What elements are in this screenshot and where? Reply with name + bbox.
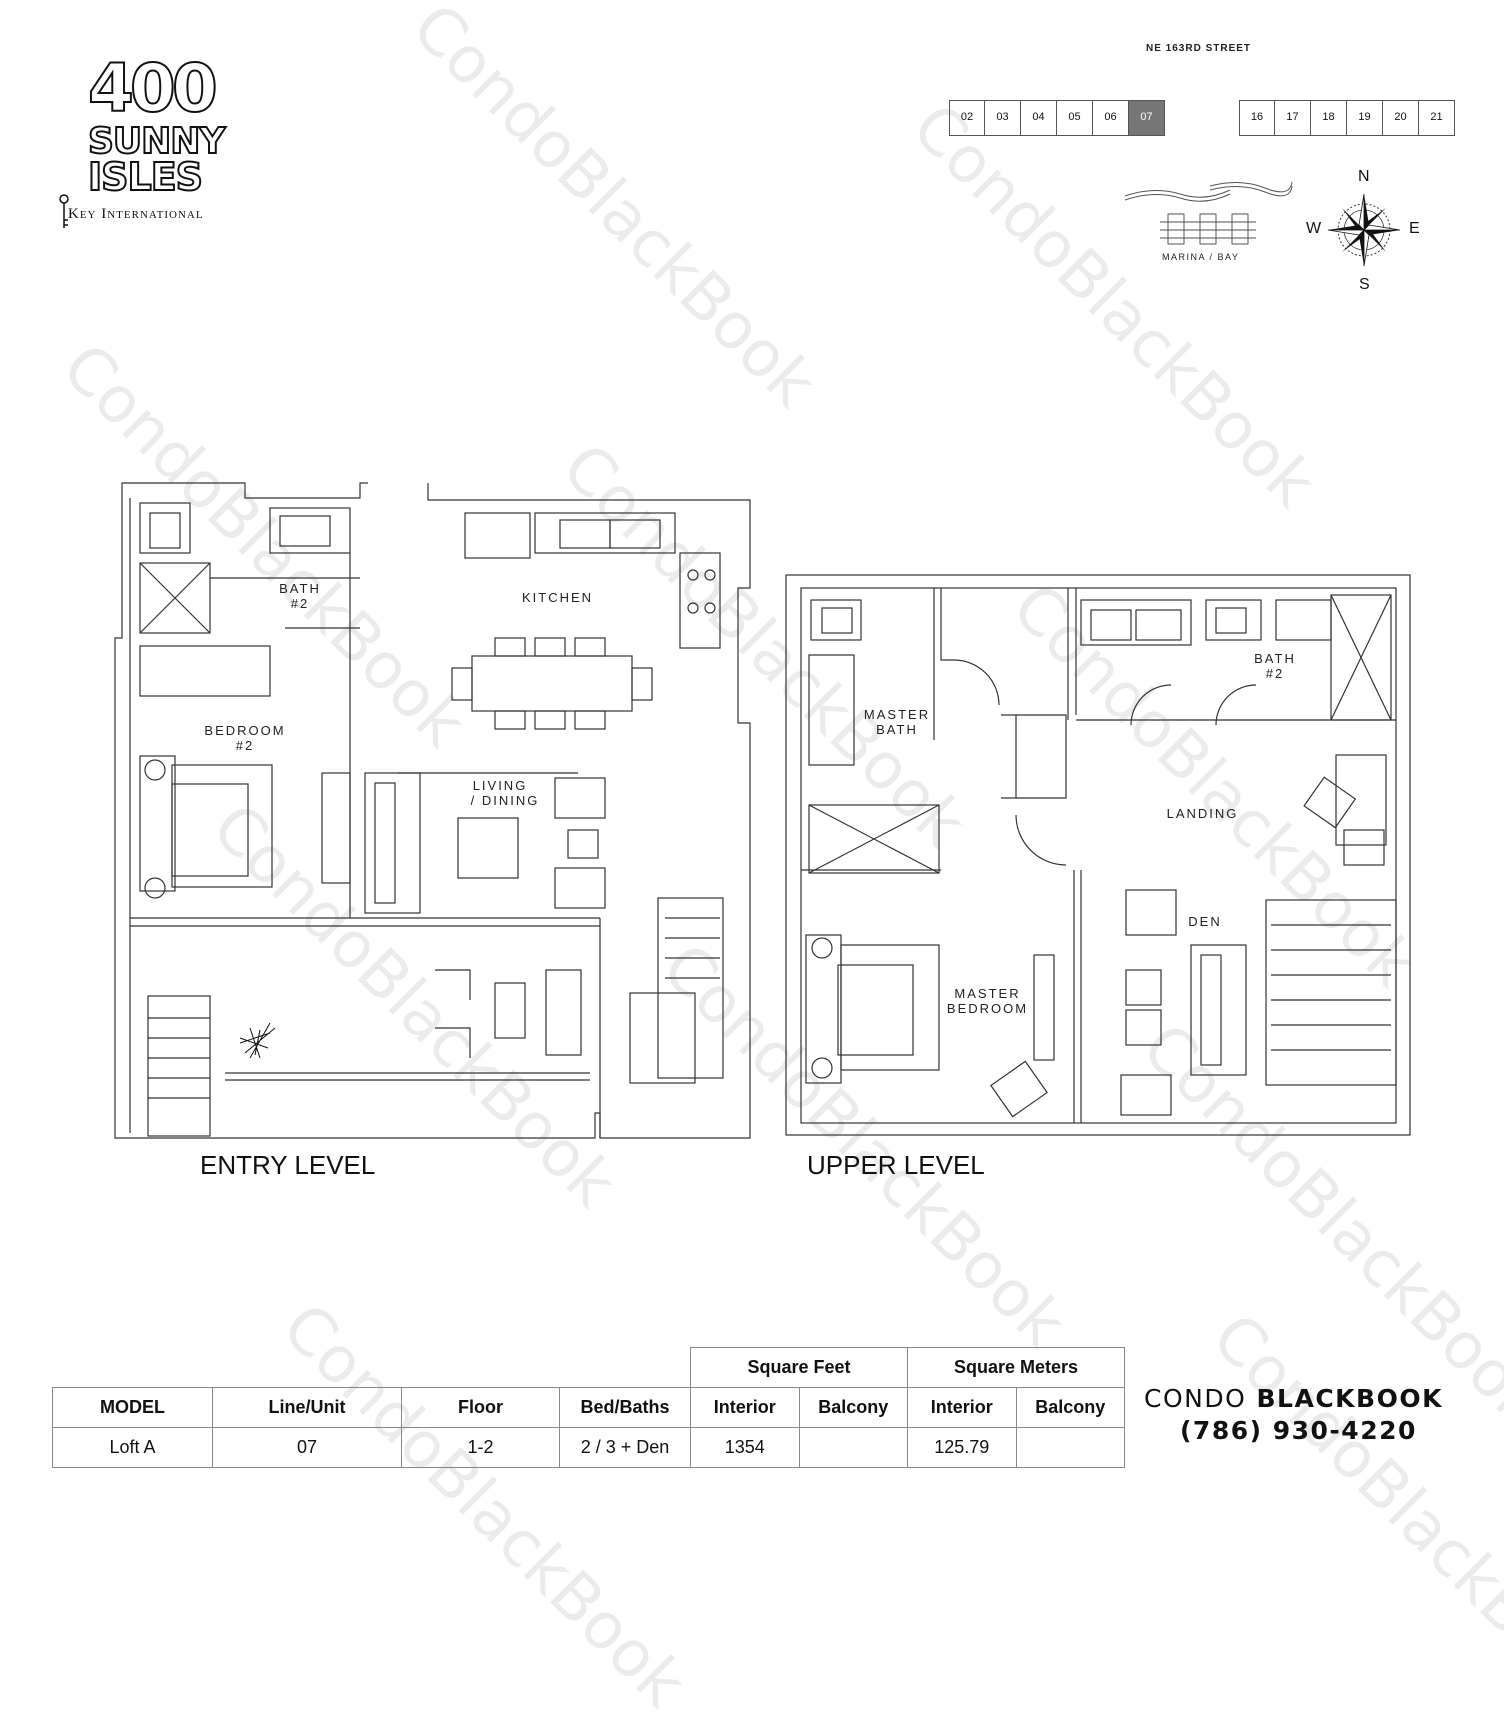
unit-cell: 18 [1311, 100, 1347, 136]
watermark: CondoBlackBook [397, 0, 830, 422]
header-sqft-balcony: Balcony [798, 1387, 908, 1428]
unit-strip-right: 16 17 18 19 20 21 [1239, 100, 1455, 136]
cell-sqft-interior: 1354 [690, 1427, 800, 1468]
cell-model: Loft A [52, 1427, 213, 1468]
logo-sunny: SUNNY [87, 121, 226, 162]
marina-label: MARINA / BAY [1162, 252, 1240, 262]
unit-cell: 02 [949, 100, 985, 136]
key-icon [59, 194, 69, 228]
unit-cell: 05 [1057, 100, 1093, 136]
room-label-master-bedroom: MASTER [954, 986, 1021, 1001]
room-label-bedroom: BEDROOM [204, 723, 286, 738]
unit-cell: 16 [1239, 100, 1275, 136]
compass-n: N [1358, 168, 1370, 185]
room-label-kitchen: KITCHEN [521, 590, 594, 605]
brand-name-b: BLACKBOOK [1256, 1384, 1443, 1413]
unit-cell: 03 [985, 100, 1021, 136]
cell-sqft-balcony [798, 1427, 908, 1468]
unit-info-table: Square Feet Square Meters MODEL Line/Uni… [52, 1347, 1125, 1468]
room-label-dining: / DINING [470, 793, 540, 808]
room-label-living: LIVING [472, 778, 528, 793]
cell-bed-baths: 2 / 3 + Den [559, 1427, 691, 1468]
room-label-bath: BATH [1254, 651, 1296, 666]
cell-sqm-balcony [1015, 1427, 1125, 1468]
compass-e: E [1409, 220, 1420, 237]
logo-400: 400 [87, 50, 219, 127]
cell-floor: 1-2 [401, 1427, 560, 1468]
brand-name-a: CONDO [1144, 1384, 1247, 1413]
watermark: CondoBlackBook [897, 90, 1330, 522]
header-sqft-interior: Interior [690, 1387, 800, 1428]
entry-level-plan [114, 482, 751, 1139]
unit-cell: 04 [1021, 100, 1057, 136]
marina-icon [1124, 181, 1293, 245]
compass-rose-icon [1327, 193, 1401, 267]
unit-cell: 17 [1275, 100, 1311, 136]
room-label-bath: BATH [279, 581, 321, 596]
upper-level-plan [785, 574, 1411, 1136]
room-label-den: DEN [1188, 914, 1222, 929]
unit-cell-active: 07 [1129, 100, 1165, 136]
header-sqm-interior: Interior [907, 1387, 1017, 1428]
room-label-bath-number: #2 [1265, 666, 1285, 681]
group-square-feet: Square Feet [690, 1347, 908, 1388]
room-label-master-bath: MASTER [863, 707, 931, 722]
header-bed-baths: Bed/Baths [559, 1387, 691, 1428]
unit-cell: 06 [1093, 100, 1129, 136]
developer-name: Key International [68, 206, 204, 222]
watermark: CondoBlackBook [1197, 1300, 1504, 1732]
cell-line-unit: 07 [212, 1427, 402, 1468]
room-label-master-bath-2: BATH [876, 722, 918, 737]
brand-name: CONDO BLACKBOOK [1144, 1384, 1443, 1413]
unit-cell: 21 [1419, 100, 1455, 136]
group-square-meters: Square Meters [907, 1347, 1125, 1388]
header-sqm-balcony: Balcony [1015, 1387, 1125, 1428]
cell-sqm-interior: 125.79 [907, 1427, 1017, 1468]
header-model: MODEL [52, 1387, 213, 1428]
room-label-bedroom-number: #2 [235, 738, 255, 753]
unit-cell: 19 [1347, 100, 1383, 136]
unit-strip-left: 02 03 04 05 06 07 [949, 100, 1165, 136]
header-line-unit: Line/Unit [212, 1387, 402, 1428]
compass-w: W [1306, 220, 1322, 237]
entry-level-title: ENTRY LEVEL [200, 1150, 376, 1180]
upper-level-title: UPPER LEVEL [807, 1150, 985, 1180]
header-floor: Floor [401, 1387, 560, 1428]
compass-s: S [1359, 276, 1370, 293]
logo-isles: ISLES [87, 155, 204, 199]
room-label-bath-number: #2 [290, 596, 310, 611]
room-label-master-bedroom-2: BEDROOM [946, 1001, 1029, 1016]
unit-cell: 20 [1383, 100, 1419, 136]
room-label-landing: LANDING [1166, 806, 1239, 821]
street-label: NE 163RD STREET [1146, 43, 1252, 54]
brand-phone[interactable]: (786) 930-4220 [1180, 1416, 1417, 1445]
